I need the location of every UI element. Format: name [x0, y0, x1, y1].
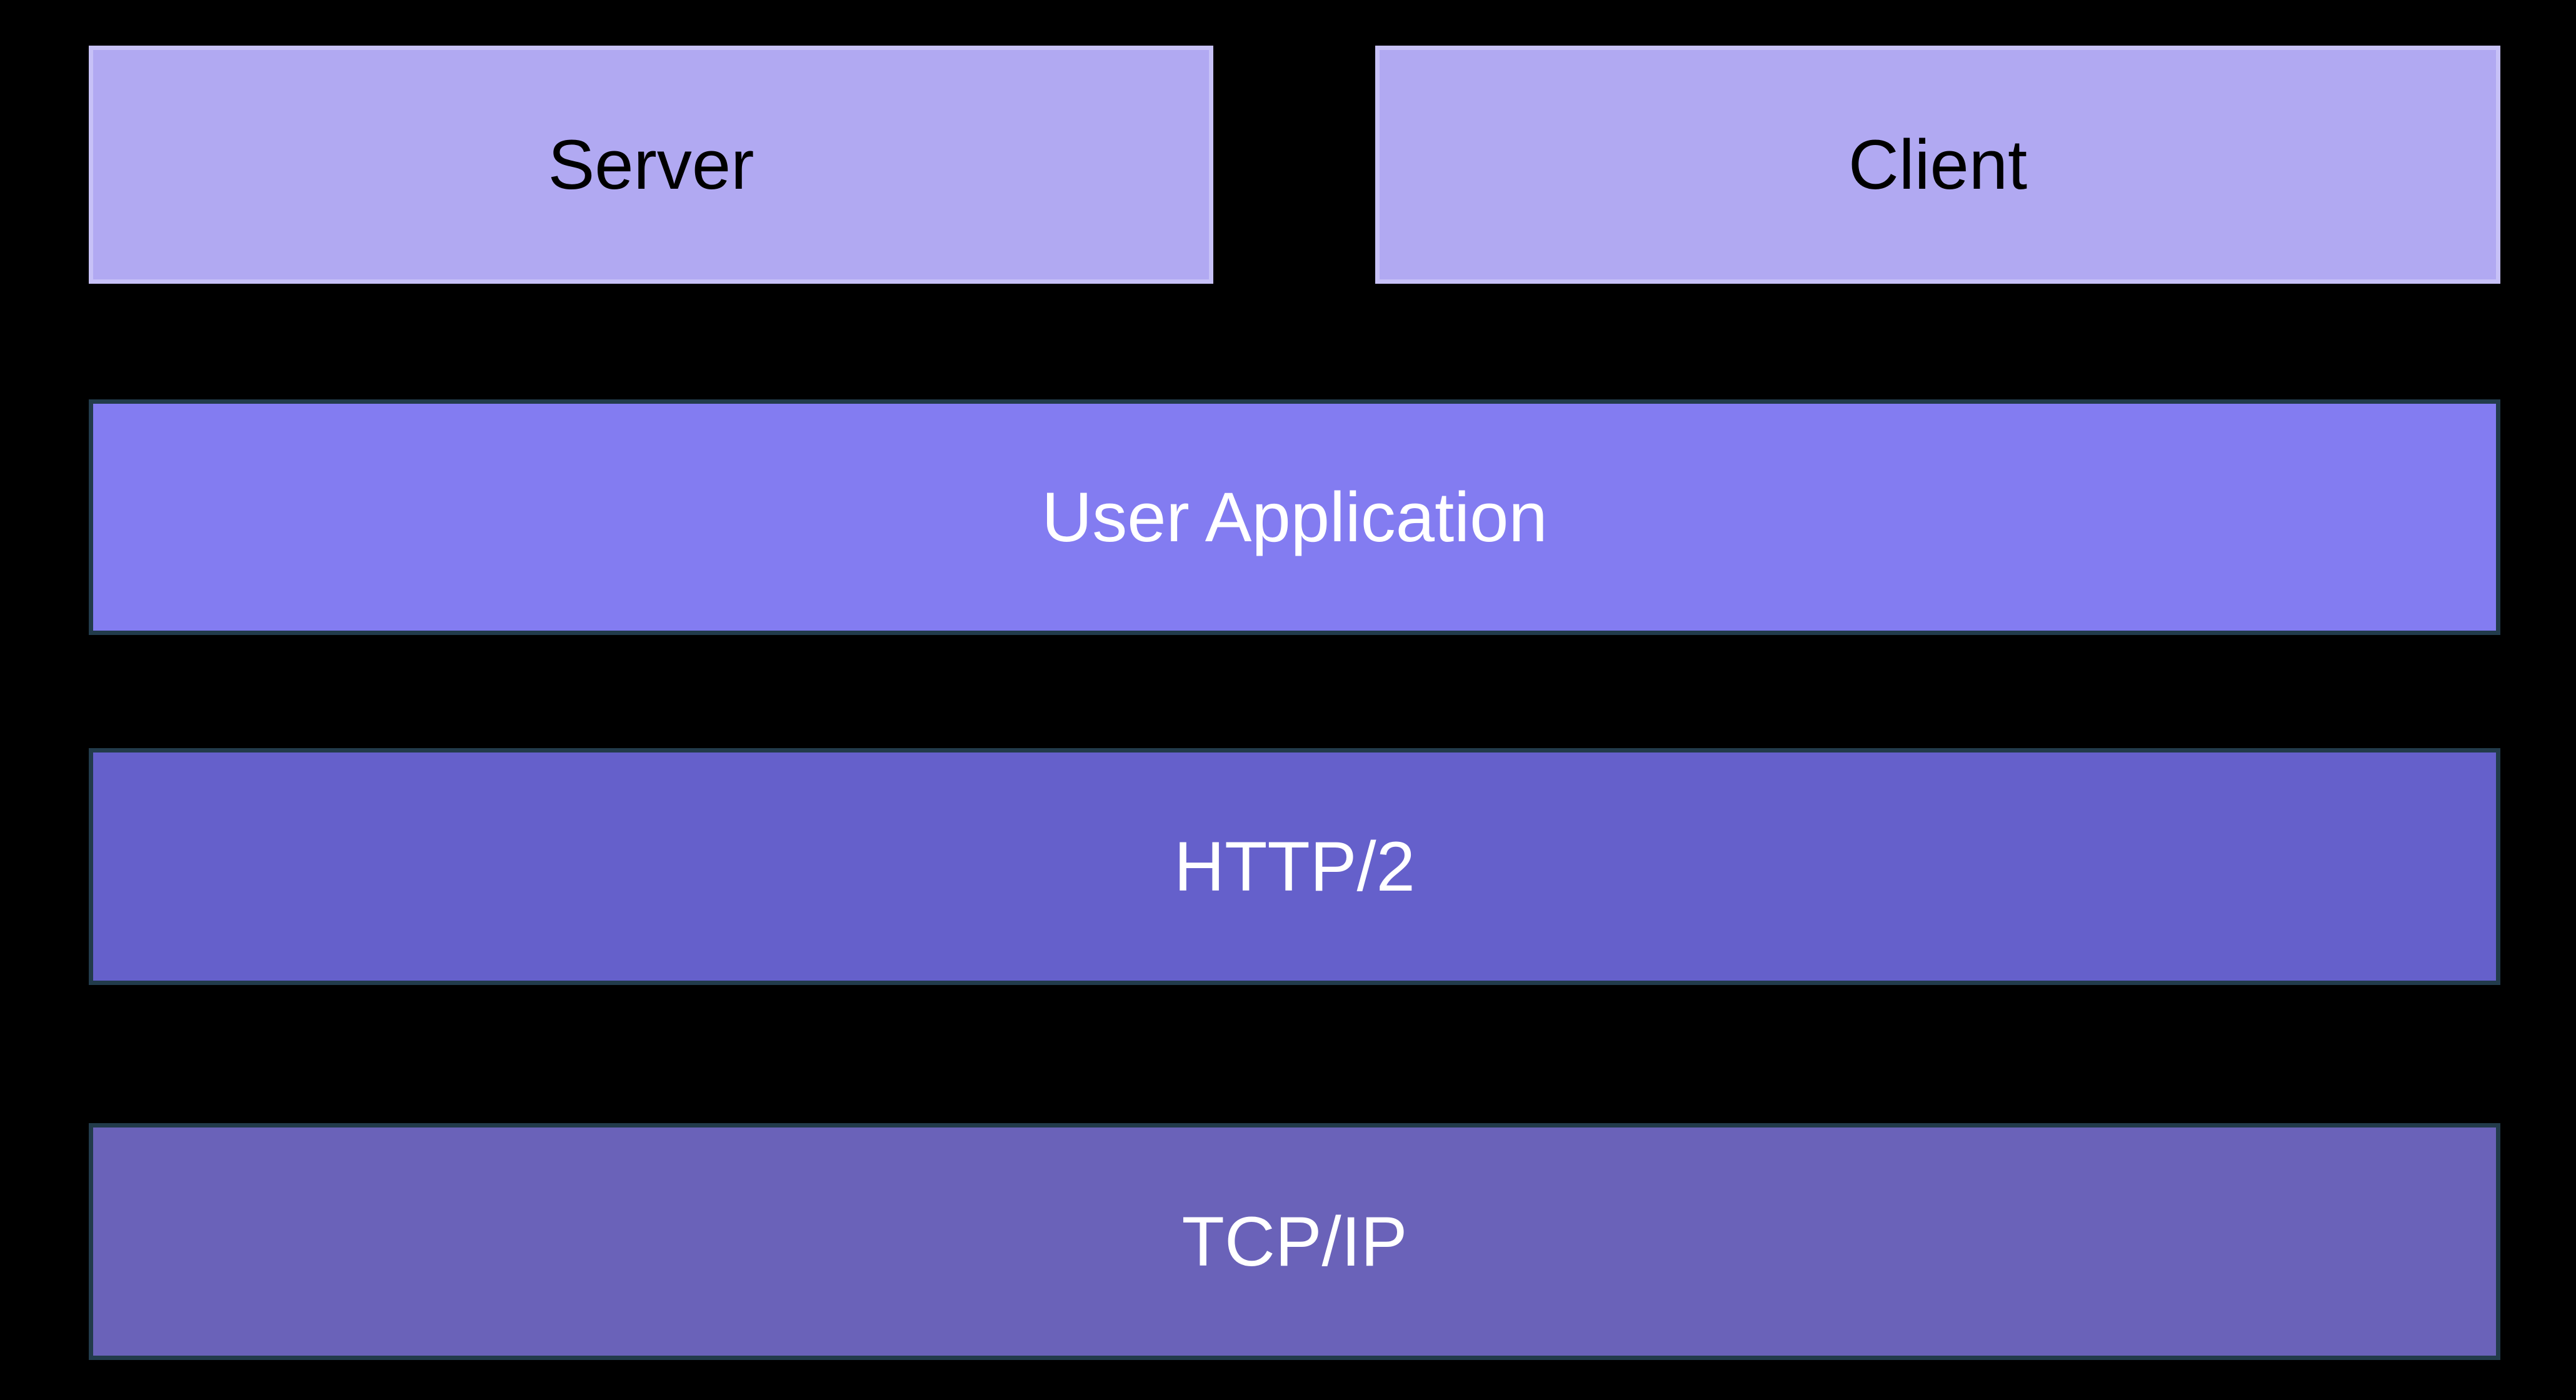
client-box-label: Client	[1848, 125, 2028, 204]
server-box-label: Server	[548, 125, 754, 204]
layer-tcpip: TCP/IP	[89, 1123, 2500, 1360]
server-box: Server	[89, 46, 1213, 284]
layer-tcpip-label: TCP/IP	[1181, 1202, 1408, 1281]
layer-http2-label: HTTP/2	[1174, 827, 1415, 906]
layer-http2: HTTP/2	[89, 748, 2500, 985]
client-box: Client	[1375, 46, 2500, 284]
layer-user-application: User Application	[89, 399, 2500, 635]
layer-user-application-label: User Application	[1041, 478, 1548, 556]
